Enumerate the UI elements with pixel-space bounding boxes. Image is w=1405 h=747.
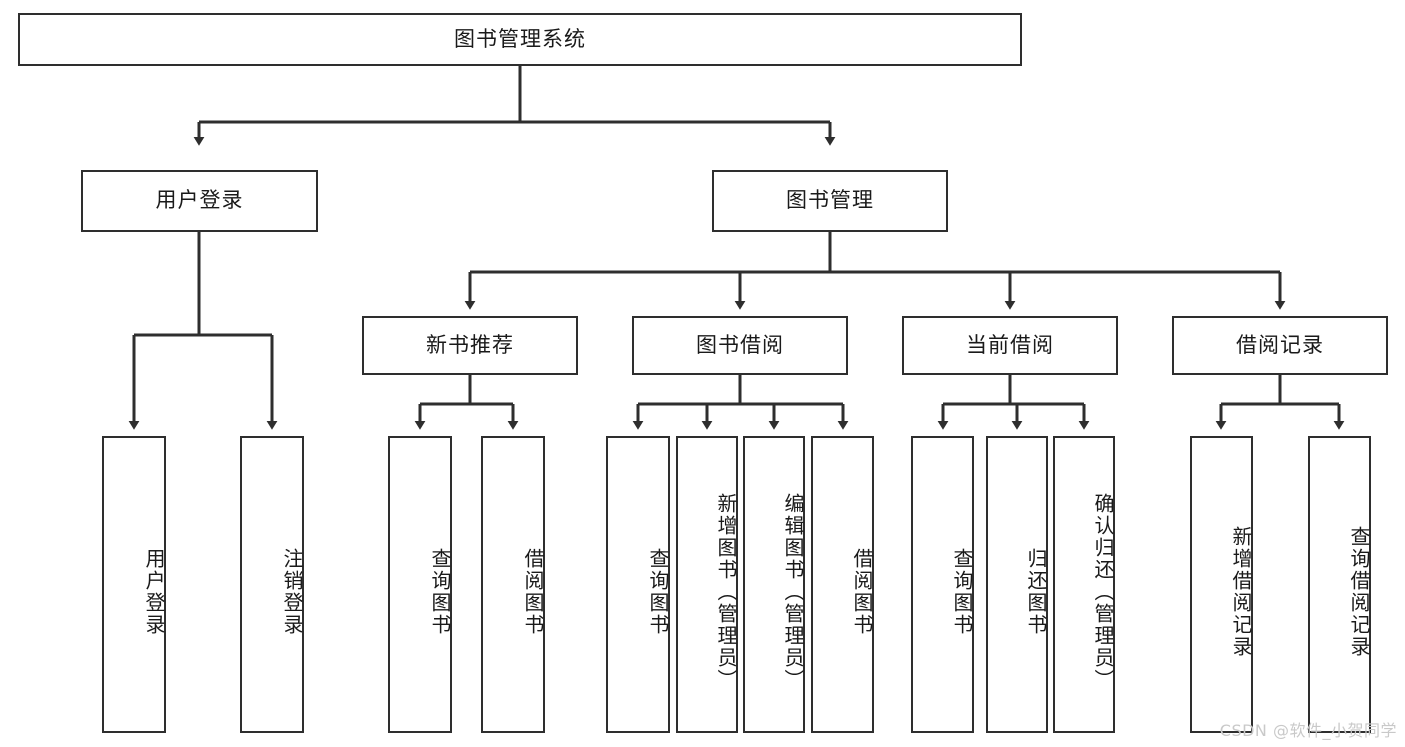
node-book-borrow-label: 图书借阅 <box>696 332 784 357</box>
node-leaf-return-book-label: 归还图书 <box>1024 547 1048 636</box>
node-leaf-add-record-label: 新增借阅记录 <box>1229 525 1253 658</box>
node-root-label: 图书管理系统 <box>454 26 586 51</box>
node-book-manage[interactable]: 图书管理 <box>712 170 948 232</box>
node-leaf-query-book-2[interactable]: 查询图书 <box>606 436 670 733</box>
node-borrow-record[interactable]: 借阅记录 <box>1172 316 1388 375</box>
node-leaf-borrow-book-1-label: 借阅图书 <box>521 547 545 636</box>
node-leaf-logout-label: 注销登录 <box>280 547 304 636</box>
node-leaf-edit-book-label: 编辑图书（管理员） <box>781 492 805 691</box>
node-leaf-query-book-3-label: 查询图书 <box>950 547 974 636</box>
node-leaf-borrow-book-2[interactable]: 借阅图书 <box>811 436 874 733</box>
node-leaf-add-book-label: 新增图书（管理员） <box>714 492 738 691</box>
node-user-login[interactable]: 用户登录 <box>81 170 318 232</box>
node-leaf-query-book-2-label: 查询图书 <box>646 547 670 636</box>
node-leaf-borrow-book-2-label: 借阅图书 <box>850 547 874 636</box>
node-leaf-borrow-book-1[interactable]: 借阅图书 <box>481 436 545 733</box>
node-book-manage-label: 图书管理 <box>786 188 874 213</box>
node-leaf-confirm-return-label: 确认归还（管理员） <box>1091 492 1115 691</box>
node-leaf-confirm-return[interactable]: 确认归还（管理员） <box>1053 436 1115 733</box>
node-leaf-query-record-label: 查询借阅记录 <box>1347 525 1371 658</box>
node-current-borrow-label: 当前借阅 <box>966 332 1054 357</box>
node-leaf-user-login[interactable]: 用户登录 <box>102 436 166 733</box>
node-leaf-return-book[interactable]: 归还图书 <box>986 436 1048 733</box>
node-root[interactable]: 图书管理系统 <box>18 13 1022 66</box>
node-new-book-recommend[interactable]: 新书推荐 <box>362 316 578 375</box>
node-leaf-query-book-3[interactable]: 查询图书 <box>911 436 974 733</box>
node-leaf-add-record[interactable]: 新增借阅记录 <box>1190 436 1253 733</box>
node-leaf-edit-book[interactable]: 编辑图书（管理员） <box>743 436 805 733</box>
node-leaf-query-book-1-label: 查询图书 <box>428 547 452 636</box>
node-leaf-query-book-1[interactable]: 查询图书 <box>388 436 452 733</box>
node-leaf-user-login-label: 用户登录 <box>142 547 166 636</box>
node-book-borrow[interactable]: 图书借阅 <box>632 316 848 375</box>
node-current-borrow[interactable]: 当前借阅 <box>902 316 1118 375</box>
node-leaf-logout[interactable]: 注销登录 <box>240 436 304 733</box>
node-leaf-query-record[interactable]: 查询借阅记录 <box>1308 436 1371 733</box>
node-borrow-record-label: 借阅记录 <box>1236 332 1324 357</box>
node-leaf-add-book[interactable]: 新增图书（管理员） <box>676 436 738 733</box>
node-user-login-label: 用户登录 <box>155 188 244 213</box>
node-new-book-recommend-label: 新书推荐 <box>426 332 514 357</box>
